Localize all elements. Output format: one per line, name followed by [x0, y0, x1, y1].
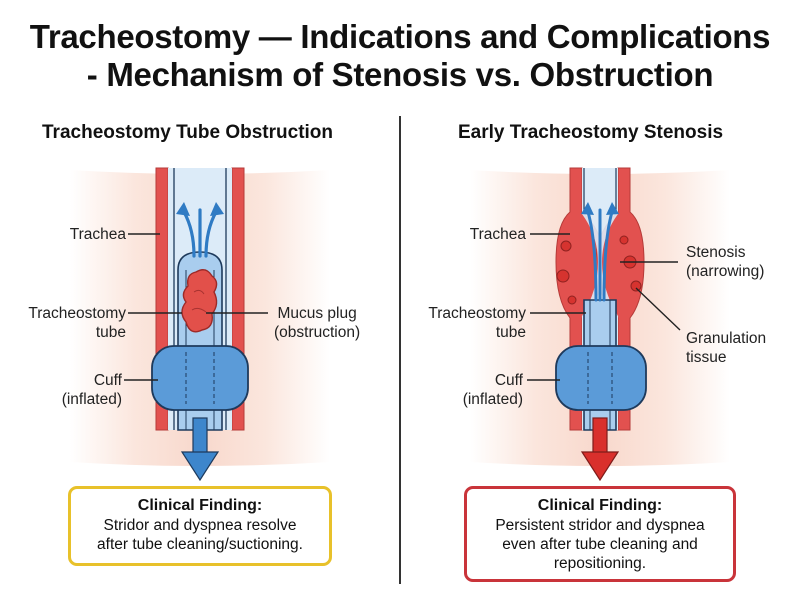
left-cuff	[151, 345, 249, 411]
left-label-mucus-plug: Mucus plug (obstruction)	[274, 304, 360, 342]
left-finding-line-2: after tube cleaning/suctioning.	[97, 536, 303, 553]
left-down-arrow	[180, 417, 220, 482]
right-finding-heading: Clinical Finding:	[537, 497, 663, 514]
left-label-plug-line-1: Mucus plug	[277, 305, 357, 322]
right-label-stenosis-line-2: (narrowing)	[686, 263, 765, 280]
left-label-trach-tube: Tracheostomy tube	[28, 304, 126, 342]
right-finding-body: Persistent stridor and dyspnea even afte…	[467, 516, 733, 573]
left-finding-heading: Clinical Finding:	[137, 497, 263, 514]
left-finding-body: Stridor and dyspnea resolve after tube c…	[71, 516, 329, 554]
right-panel-heading: Early Tracheostomy Stenosis	[458, 122, 724, 143]
right-label-stenosis-line-1: Stenosis	[686, 244, 746, 261]
right-down-arrow	[580, 417, 620, 482]
right-label-granulation-line-1: Granulation	[686, 330, 767, 347]
left-label-cuff: Cuff (inflated)	[62, 371, 122, 409]
title-line-2: - Mechanism of Stenosis vs. Obstruction	[86, 56, 714, 93]
right-finding-line-2: even after tube cleaning and	[502, 536, 698, 553]
page-title: Tracheostomy — Indications and Complicat…	[0, 18, 800, 94]
left-label-trachea-text: Trachea	[69, 226, 126, 243]
left-label-plug-line-2: (obstruction)	[274, 324, 361, 341]
left-label-cuff-line-1: Cuff	[93, 372, 122, 389]
left-mucus-plug	[181, 269, 218, 333]
title-line-1: Tracheostomy — Indications and Complicat…	[29, 18, 771, 55]
right-cuff	[555, 345, 647, 411]
left-label-trachea: Trachea	[70, 225, 126, 244]
right-granulation-tissue	[556, 235, 642, 305]
right-clinical-finding-box: Clinical Finding: Persistent stridor and…	[464, 486, 736, 582]
left-clinical-finding-box: Clinical Finding: Stridor and dyspnea re…	[68, 486, 332, 566]
right-label-cuff-line-2: (inflated)	[462, 391, 523, 408]
left-label-cuff-line-2: (inflated)	[61, 391, 122, 408]
right-label-cuff: Cuff (inflated)	[463, 371, 523, 409]
right-finding-line-1: Persistent stridor and dyspnea	[495, 517, 705, 534]
right-label-trachea: Trachea	[470, 225, 526, 244]
right-label-granulation: Granulation tissue	[686, 329, 766, 367]
left-finding-line-1: Stridor and dyspnea resolve	[103, 517, 297, 534]
right-finding-line-3: repositioning.	[553, 555, 647, 572]
right-label-stenosis: Stenosis (narrowing)	[686, 243, 764, 281]
left-label-tube-line-1: Tracheostomy	[28, 305, 126, 322]
left-panel-heading: Tracheostomy Tube Obstruction	[42, 122, 334, 143]
right-airflow-arrows	[586, 208, 614, 302]
panel-divider	[399, 116, 401, 584]
right-label-trach-tube: Tracheostomy tube	[428, 304, 526, 342]
right-label-tube-line-2: tube	[495, 324, 526, 341]
right-label-trachea-text: Trachea	[469, 226, 526, 243]
right-label-cuff-line-1: Cuff	[494, 372, 523, 389]
left-label-tube-line-2: tube	[95, 324, 126, 341]
right-label-tube-line-1: Tracheostomy	[428, 305, 526, 322]
right-label-granulation-line-2: tissue	[686, 349, 727, 366]
